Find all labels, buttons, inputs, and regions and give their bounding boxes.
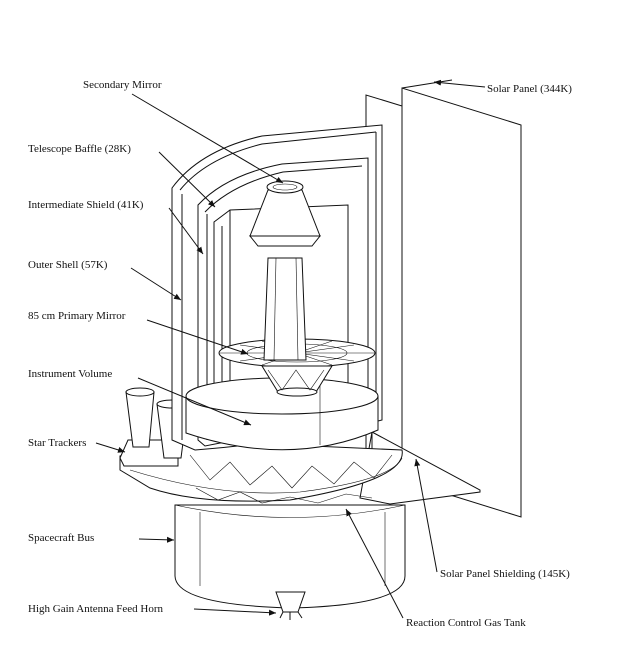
label-spacecraft-bus: Spacecraft Bus [28, 532, 94, 544]
label-solar-panel-shielding: Solar Panel Shielding (145K) [440, 568, 570, 580]
secondary-mirror [248, 180, 322, 361]
instrument-volume [185, 377, 379, 451]
label-star-trackers: Star Trackers [28, 437, 86, 449]
label-telescope-baffle: Telescope Baffle (28K) [28, 143, 131, 155]
label-primary-mirror: 85 cm Primary Mirror [28, 310, 126, 322]
label-reaction-control: Reaction Control Gas Tank [406, 617, 526, 629]
label-secondary-mirror: Secondary Mirror [83, 79, 162, 91]
base-platform [119, 439, 403, 504]
spacecraft-bus [174, 504, 406, 620]
label-outer-shell: Outer Shell (57K) [28, 259, 108, 271]
label-intermediate-shield: Intermediate Shield (41K) [28, 199, 144, 211]
label-high-gain-antenna: High Gain Antenna Feed Horn [28, 603, 164, 615]
label-instrument-volume: Instrument Volume [28, 368, 112, 380]
label-solar-panel: Solar Panel (344K) [487, 83, 572, 95]
leader-lines [95, 79, 486, 619]
